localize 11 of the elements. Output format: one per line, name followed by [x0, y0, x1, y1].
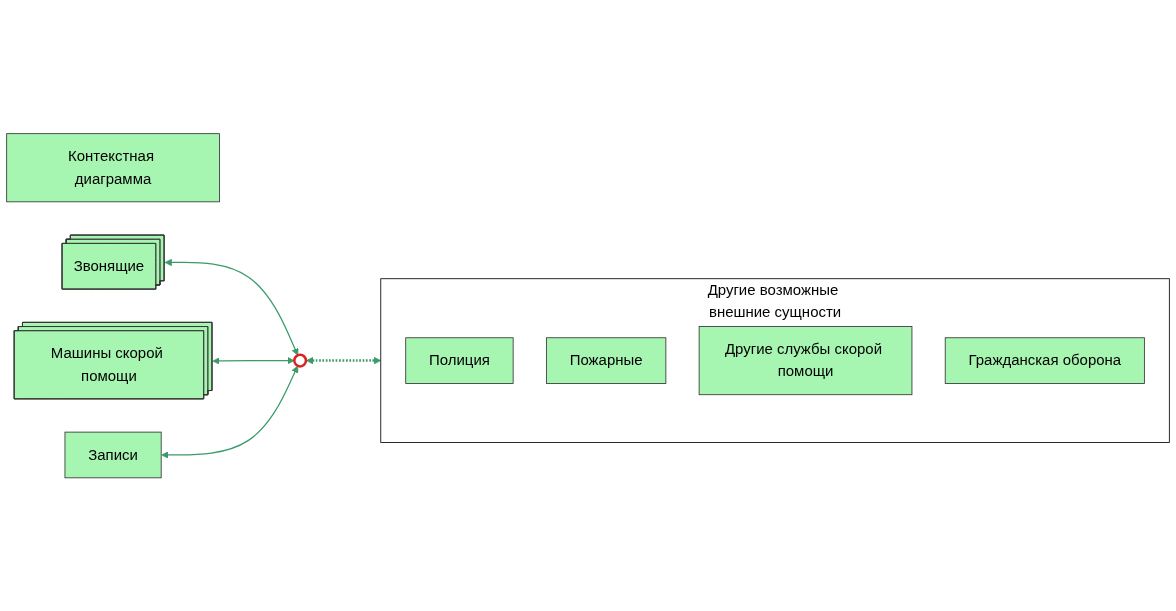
arrow — [164, 258, 299, 356]
node-box: Записи — [64, 431, 162, 478]
arrow — [212, 356, 295, 365]
node-box: Пожарные — [546, 337, 667, 384]
node-circle — [293, 353, 308, 368]
node-box: Другие службы скорой помощи — [698, 325, 913, 395]
arrow — [305, 356, 382, 364]
node-box: Полиция — [405, 337, 514, 384]
node-box: Контекстная диаграмма — [6, 133, 220, 202]
arrow — [161, 365, 299, 459]
node-box: Гражданская оборона — [944, 337, 1145, 384]
